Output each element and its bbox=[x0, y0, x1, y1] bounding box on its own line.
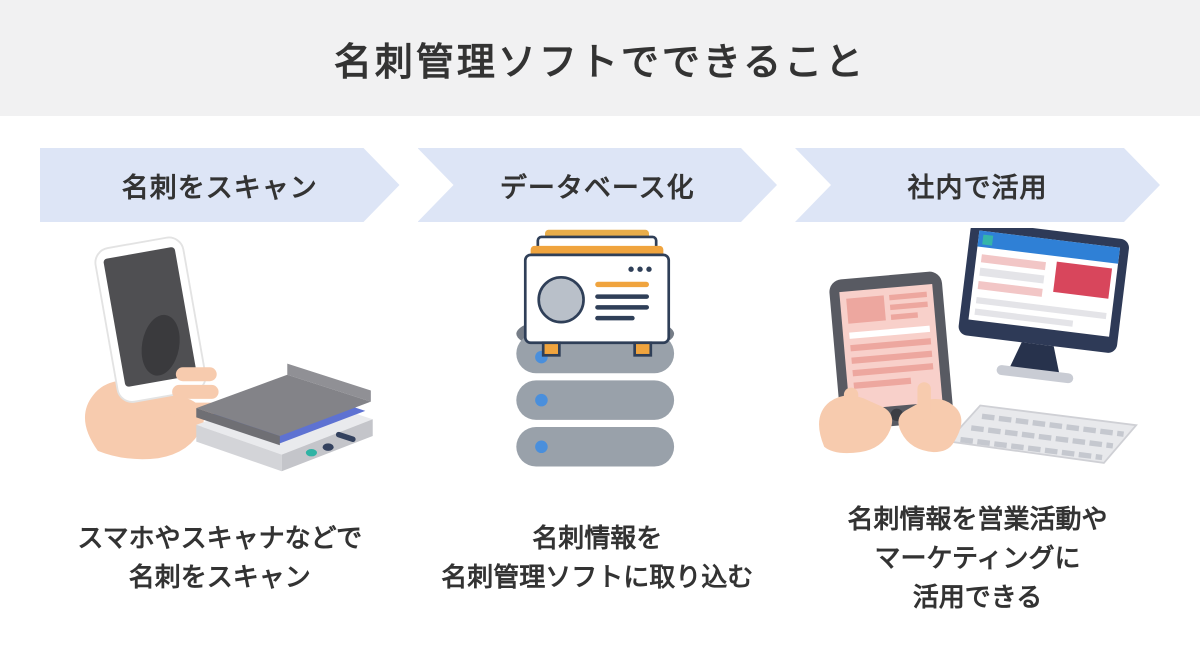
step-banner-label: 名刺をスキャン bbox=[121, 172, 318, 203]
tablet-computer-illustration bbox=[795, 222, 1160, 494]
tablet-computer-svg bbox=[819, 228, 1138, 464]
step-utilize: 社内で活用 bbox=[795, 148, 1160, 622]
desktop-computer-icon bbox=[958, 228, 1129, 384]
infographic-page: 名刺管理ソフトでできること 名刺をスキャン bbox=[0, 0, 1200, 622]
page-title: 名刺管理ソフトでできること bbox=[333, 41, 867, 84]
database-cards-illustration bbox=[418, 222, 778, 494]
step-database: データベース化 bbox=[418, 148, 778, 622]
scanner-icon bbox=[196, 363, 373, 472]
smartphone-in-hand-icon bbox=[85, 236, 219, 460]
step-banner-label: 社内で活用 bbox=[907, 172, 1048, 203]
step-banner-utilize: 社内で活用 bbox=[795, 148, 1160, 222]
keyboard-icon bbox=[946, 404, 1138, 464]
business-cards-icon bbox=[524, 229, 671, 357]
tablet-in-hands-icon bbox=[819, 271, 962, 454]
step-banner-label: データベース化 bbox=[499, 172, 695, 203]
header-band: 名刺管理ソフトでできること bbox=[0, 0, 1200, 116]
step-scan: 名刺をスキャン bbox=[40, 148, 400, 622]
step-description: 名刺情報を 名刺管理ソフトに取り込む bbox=[441, 523, 754, 592]
smartphone-scanner-svg bbox=[85, 236, 373, 472]
steps-row: 名刺をスキャン bbox=[0, 116, 1200, 622]
step-description: スマホやスキャナなどで 名刺をスキャン bbox=[77, 523, 363, 592]
smartphone-scanner-illustration bbox=[40, 222, 400, 494]
step-banner-database: データベース化 bbox=[418, 148, 778, 222]
database-cards-svg bbox=[516, 229, 675, 467]
step-banner-scan: 名刺をスキャン bbox=[40, 148, 400, 222]
step-description: 名刺情報を営業活動や マーケティングに 活用できる bbox=[847, 503, 1108, 612]
